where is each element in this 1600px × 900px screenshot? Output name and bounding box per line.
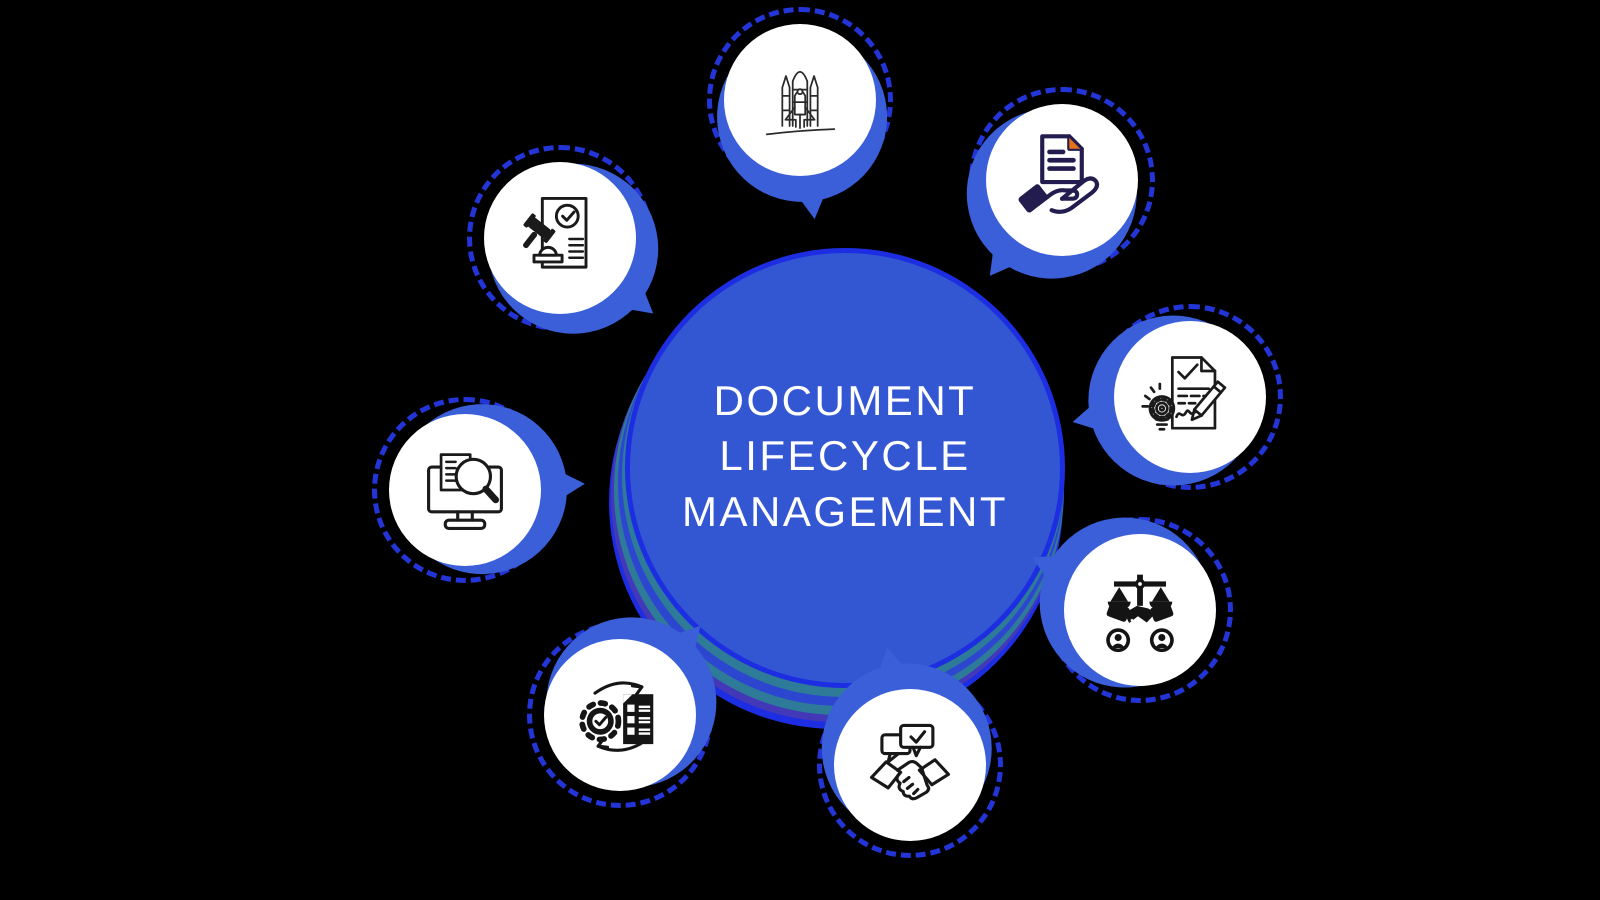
satellite-compliance [453, 129, 693, 369]
title-line-2: LIFECYCLE [719, 432, 971, 480]
bubble-face [544, 639, 696, 791]
monitor-search-icon [427, 453, 503, 531]
document-signing-icon [1141, 356, 1227, 431]
bubble-face [724, 24, 876, 176]
scales-handshake-icon [1106, 574, 1174, 653]
center-circle: DOCUMENT LIFECYCLE MANAGEMENT [630, 253, 1060, 683]
satellite-review [372, 397, 541, 583]
bubble-face [1114, 321, 1266, 473]
rocket-launch-icon [765, 71, 836, 136]
bubble-face [389, 414, 541, 566]
satellite-handover [932, 74, 1171, 313]
satellite-launch [707, 7, 897, 176]
document-handover-icon [1018, 134, 1100, 214]
page-title: DOCUMENT LIFECYCLE MANAGEMENT [682, 373, 1008, 539]
satellite-signing [1114, 299, 1283, 502]
bubble-face [986, 104, 1138, 256]
bubble-face [484, 162, 636, 314]
bubble-face [1064, 534, 1216, 686]
handshake-chat-icon [869, 723, 951, 801]
gear-checklist-cycle-icon [579, 681, 654, 752]
gavel-document-icon [523, 197, 588, 269]
bubble-face [834, 689, 986, 841]
satellite-agreement [807, 689, 1007, 858]
title-line-3: MANAGEMENT [681, 487, 1008, 535]
satellite-legal-balance [1011, 488, 1239, 717]
title-line-1: DOCUMENT [713, 376, 977, 424]
satellite-process [511, 582, 752, 823]
